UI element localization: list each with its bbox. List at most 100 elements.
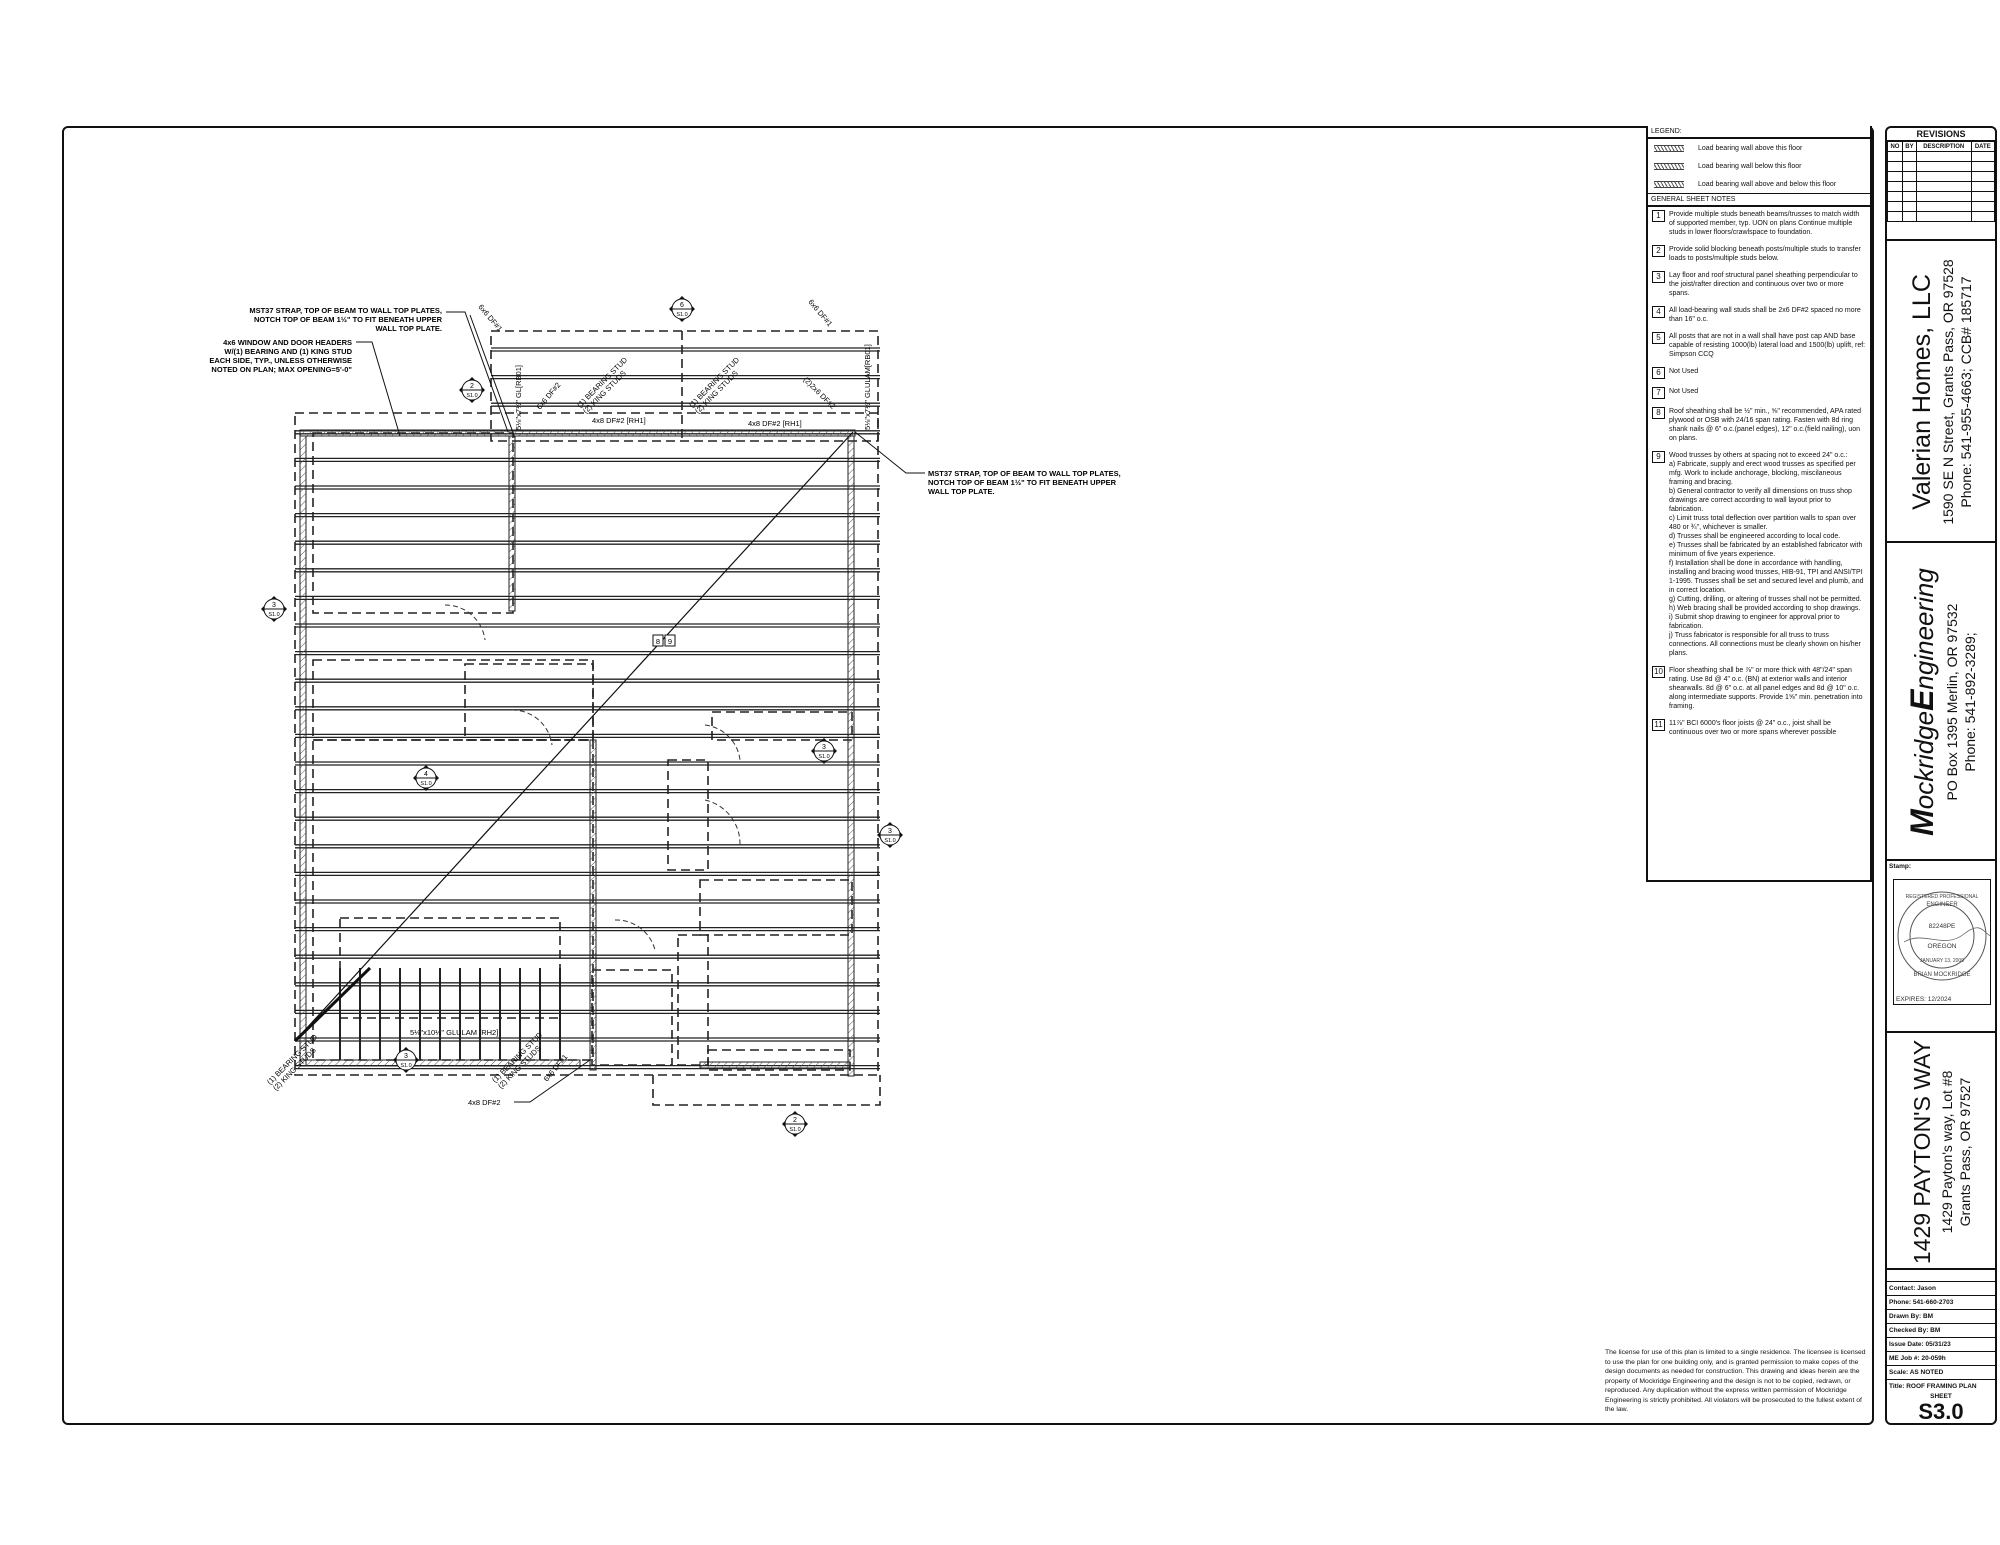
note-number: 3 <box>1652 271 1665 283</box>
section-sheet: S1.0 <box>818 754 829 760</box>
notes-title: GENERAL SHEET NOTES <box>1648 193 1870 207</box>
stamp-label: Stamp: <box>1889 863 1912 870</box>
stamp-section: Stamp: ENGINEER REGISTERED PROFESSIONAL … <box>1887 859 1995 1033</box>
section-marker[interactable]: 3S1.0 <box>261 596 287 622</box>
info-issue-date: Issue Date: 05/31/23 <box>1887 1338 1995 1352</box>
stamp-ring-inner: ENGINEER <box>1926 902 1958 908</box>
stamp-date: JANUARY 13, 2009 <box>1920 958 1964 964</box>
note-line: W/(1) BEARING AND (1) KING STUD <box>224 347 352 356</box>
note-number: 11 <box>1652 719 1665 731</box>
info-contact: Contact: Jason <box>1887 1282 1995 1296</box>
engineer-section: MockridgeEngineering PO Box 1395 Merlin,… <box>1887 541 1995 861</box>
client-address: 1590 SE N Street, Grants Pass, OR 97528 <box>1940 259 1956 525</box>
detail-tag-a: 8 <box>656 637 660 646</box>
legend-title: LEGEND: <box>1648 126 1870 139</box>
note-text: Not Used <box>1669 368 1699 375</box>
project-title: 1429 PAYTON'S WAY <box>1909 1039 1935 1264</box>
label-studs: (1) BEARING STUD <box>265 1032 320 1087</box>
section-marker[interactable]: 3S1.0 <box>811 738 837 764</box>
stamp-seal-icon: ENGINEER REGISTERED PROFESSIONAL 82248PE… <box>1897 891 1995 981</box>
note-line: EACH SIDE, TYP., UNLESS OTHERWISE <box>209 356 352 365</box>
rev-col-date: DATE <box>1970 141 1996 152</box>
section-number: 2 <box>470 383 474 390</box>
section-marker[interactable]: 6S1.0 <box>669 296 695 322</box>
note-line: MST37 STRAP, TOP OF BEAM TO WALL TOP PLA… <box>928 469 1121 478</box>
info-drawn-by: Drawn By: BM <box>1887 1310 1995 1324</box>
note-number: 1 <box>1652 210 1665 222</box>
note-text: Floor sheathing shall be ⅞" or more thic… <box>1669 667 1863 710</box>
engineer-phone: Phone: 541-892-3289; <box>1962 632 1978 772</box>
legend-item: Load bearing wall above and below this f… <box>1648 175 1870 193</box>
legend-item: Load bearing wall above this floor <box>1648 139 1870 157</box>
label-glulam-right: 5⅛"x7½" GLULAM[RB01] <box>863 344 872 430</box>
legend-item: Load bearing wall below this floor <box>1648 157 1870 175</box>
note-number: 10 <box>1652 666 1665 678</box>
detail-tags: 8 9 <box>652 634 676 647</box>
section-number: 4 <box>424 771 428 778</box>
diagonal-line-top <box>469 314 516 439</box>
sheet-note: 11 11⅞" BCI 6000's floor joists @ 24" o.c… <box>1648 716 1870 742</box>
wall-outlines <box>294 330 881 1106</box>
note-text: Roof sheathing shall be ½" min., ⅝" reco… <box>1669 408 1862 442</box>
label-header-b: 4x8 DF#2 [RH1] <box>748 419 802 428</box>
info-phone: Phone: 541-660-2703 <box>1887 1296 1995 1310</box>
note-text: All load-bearing wall studs shall be 2x6… <box>1669 307 1861 323</box>
section-number: 3 <box>888 828 892 835</box>
note-text: Provide multiple studs beneath beams/tru… <box>1669 211 1860 236</box>
section-marker[interactable]: 2S1.0 <box>782 1111 808 1137</box>
client-section: Valerian Homes, LLC 1590 SE N Street, Gr… <box>1887 239 1995 543</box>
note-line: NOTCH TOP OF BEAM 1½" TO FIT BENEATH UPP… <box>254 315 443 324</box>
sheet-label: SHEET <box>1930 1393 1952 1400</box>
section-number: 3 <box>822 744 826 751</box>
note-text: 11⅞" BCI 6000's floor joists @ 24" o.c.,… <box>1669 720 1837 736</box>
legend-label: Load bearing wall above this floor <box>1698 144 1803 152</box>
truss-lines <box>295 347 880 1070</box>
engineer-logo: MockridgeEngineering <box>1904 568 1940 836</box>
engineer-address: PO Box 1395 Merlin, OR 97532 <box>1944 603 1960 801</box>
stamp-name: BRIAN MOCKRIDGE <box>1913 972 1970 978</box>
label-studs: (1) BEARING STUD <box>575 355 630 410</box>
client-name: Valerian Homes, LLC <box>1908 274 1936 510</box>
note-number: 2 <box>1652 245 1665 257</box>
section-marker[interactable]: 4S1.0 <box>413 765 439 791</box>
hip-line <box>293 966 372 1043</box>
license-text: The license for use of this plan is limi… <box>1605 1349 1866 1413</box>
section-sheet: S1.0 <box>268 612 279 618</box>
detail-tag-b: 9 <box>668 637 672 646</box>
note-line: NOTED ON PLAN; MAX OPENING=5'-0" <box>211 365 352 374</box>
section-sheet: S1.0 <box>884 838 895 844</box>
note-number: 7 <box>1652 387 1665 399</box>
label-post-b: 6x6 DF#1 <box>806 298 834 329</box>
section-number: 2 <box>793 1117 797 1124</box>
label-glulam-bottom: 5⅛"x10½" GLULAM [RH2] <box>410 1028 498 1037</box>
note-strap-right: MST37 STRAP, TOP OF BEAM TO WALL TOP PLA… <box>928 469 1121 496</box>
rev-col-description: DESCRIPTION <box>1915 141 1972 152</box>
note-number: 5 <box>1652 332 1665 344</box>
label-header-a: 4x8 DF#2 [RH1] <box>592 416 646 425</box>
section-marker[interactable]: 3S1.0 <box>393 1047 419 1073</box>
stamp-expires: EXPIRES: 12/2024 <box>1896 996 1952 1003</box>
info-job: ME Job #: 20-059h <box>1887 1352 1995 1366</box>
project-address-1: 1429 Payton's way, Lot #8 <box>1939 1070 1955 1233</box>
section-marker[interactable]: 3S1.0 <box>877 822 903 848</box>
revisions-title: REVISIONS <box>1887 128 1995 141</box>
note-line: NOTCH TOP OF BEAM 1½" TO FIT BENEATH UPP… <box>928 478 1117 487</box>
sheet-note: 10 Floor sheathing shall be ⅞" or more th… <box>1648 663 1870 716</box>
section-marker[interactable]: 2S1.0 <box>459 377 485 403</box>
engineer-stamp: ENGINEER REGISTERED PROFESSIONAL 82248PE… <box>1893 879 1995 1005</box>
note-number: 9 <box>1652 451 1665 463</box>
label-post-d: 6x6 DF#1 <box>542 1053 570 1084</box>
note-line: WALL TOP PLATE. <box>375 324 442 333</box>
stamp-ring-top: REGISTERED PROFESSIONAL <box>1906 894 1979 900</box>
legend-label: Load bearing wall below this floor <box>1698 162 1802 170</box>
sheet-border <box>62 126 1874 1425</box>
title-block: REVISIONS NO BY DESCRIPTION DATE Valeria… <box>1885 126 1997 1425</box>
sheet-note: 1 Provide multiple studs beneath beams/tr… <box>1648 207 1870 242</box>
note-strap-left: MST37 STRAP, TOP OF BEAM TO WALL TOP PLA… <box>249 306 442 333</box>
info-scale: Scale: AS NOTED <box>1887 1366 1995 1380</box>
section-number: 3 <box>404 1053 408 1060</box>
signature-icon <box>1903 927 1995 943</box>
section-number: 6 <box>680 302 684 309</box>
